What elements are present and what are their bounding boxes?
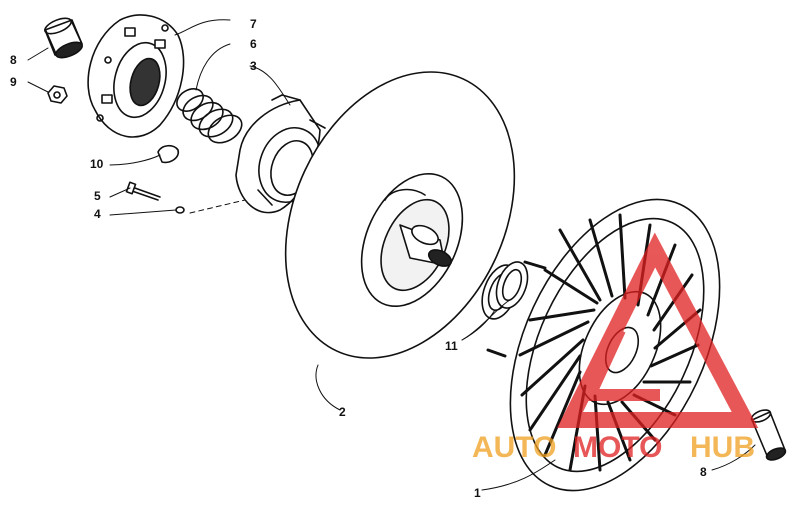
slider-button [157,144,180,164]
callout-11: 11 [445,339,458,353]
callout-6: 6 [250,37,257,51]
bolt [125,181,161,201]
callout-8-top: 8 [10,53,17,67]
bushing-bottom-right [750,409,787,461]
watermark-inner-icon [580,327,660,401]
watermark-moto: MOTO [573,431,662,464]
callout-1: 1 [474,486,481,500]
watermark-hub: HUB [690,431,755,464]
sheave [284,71,516,359]
watermark-auto: AUTO [472,431,556,464]
watermark: AUTO MOTO HUB [472,232,759,464]
callout-labels: 1 2 3 4 5 6 7 8 8 9 10 11 [10,17,707,500]
nut [47,85,68,104]
leader-lines [27,19,756,491]
spring [176,88,243,144]
callout-2: 2 [339,405,346,419]
callout-9: 9 [10,75,17,89]
callout-5: 5 [94,189,101,203]
callout-10: 10 [90,157,104,171]
callout-7: 7 [250,17,257,31]
bushing-top-left [44,17,83,59]
pin [175,206,185,214]
callout-3: 3 [250,59,257,73]
callout-8-bottom: 8 [700,465,707,479]
spider-plate [87,14,185,138]
callout-4: 4 [94,207,101,221]
washers [481,261,529,320]
